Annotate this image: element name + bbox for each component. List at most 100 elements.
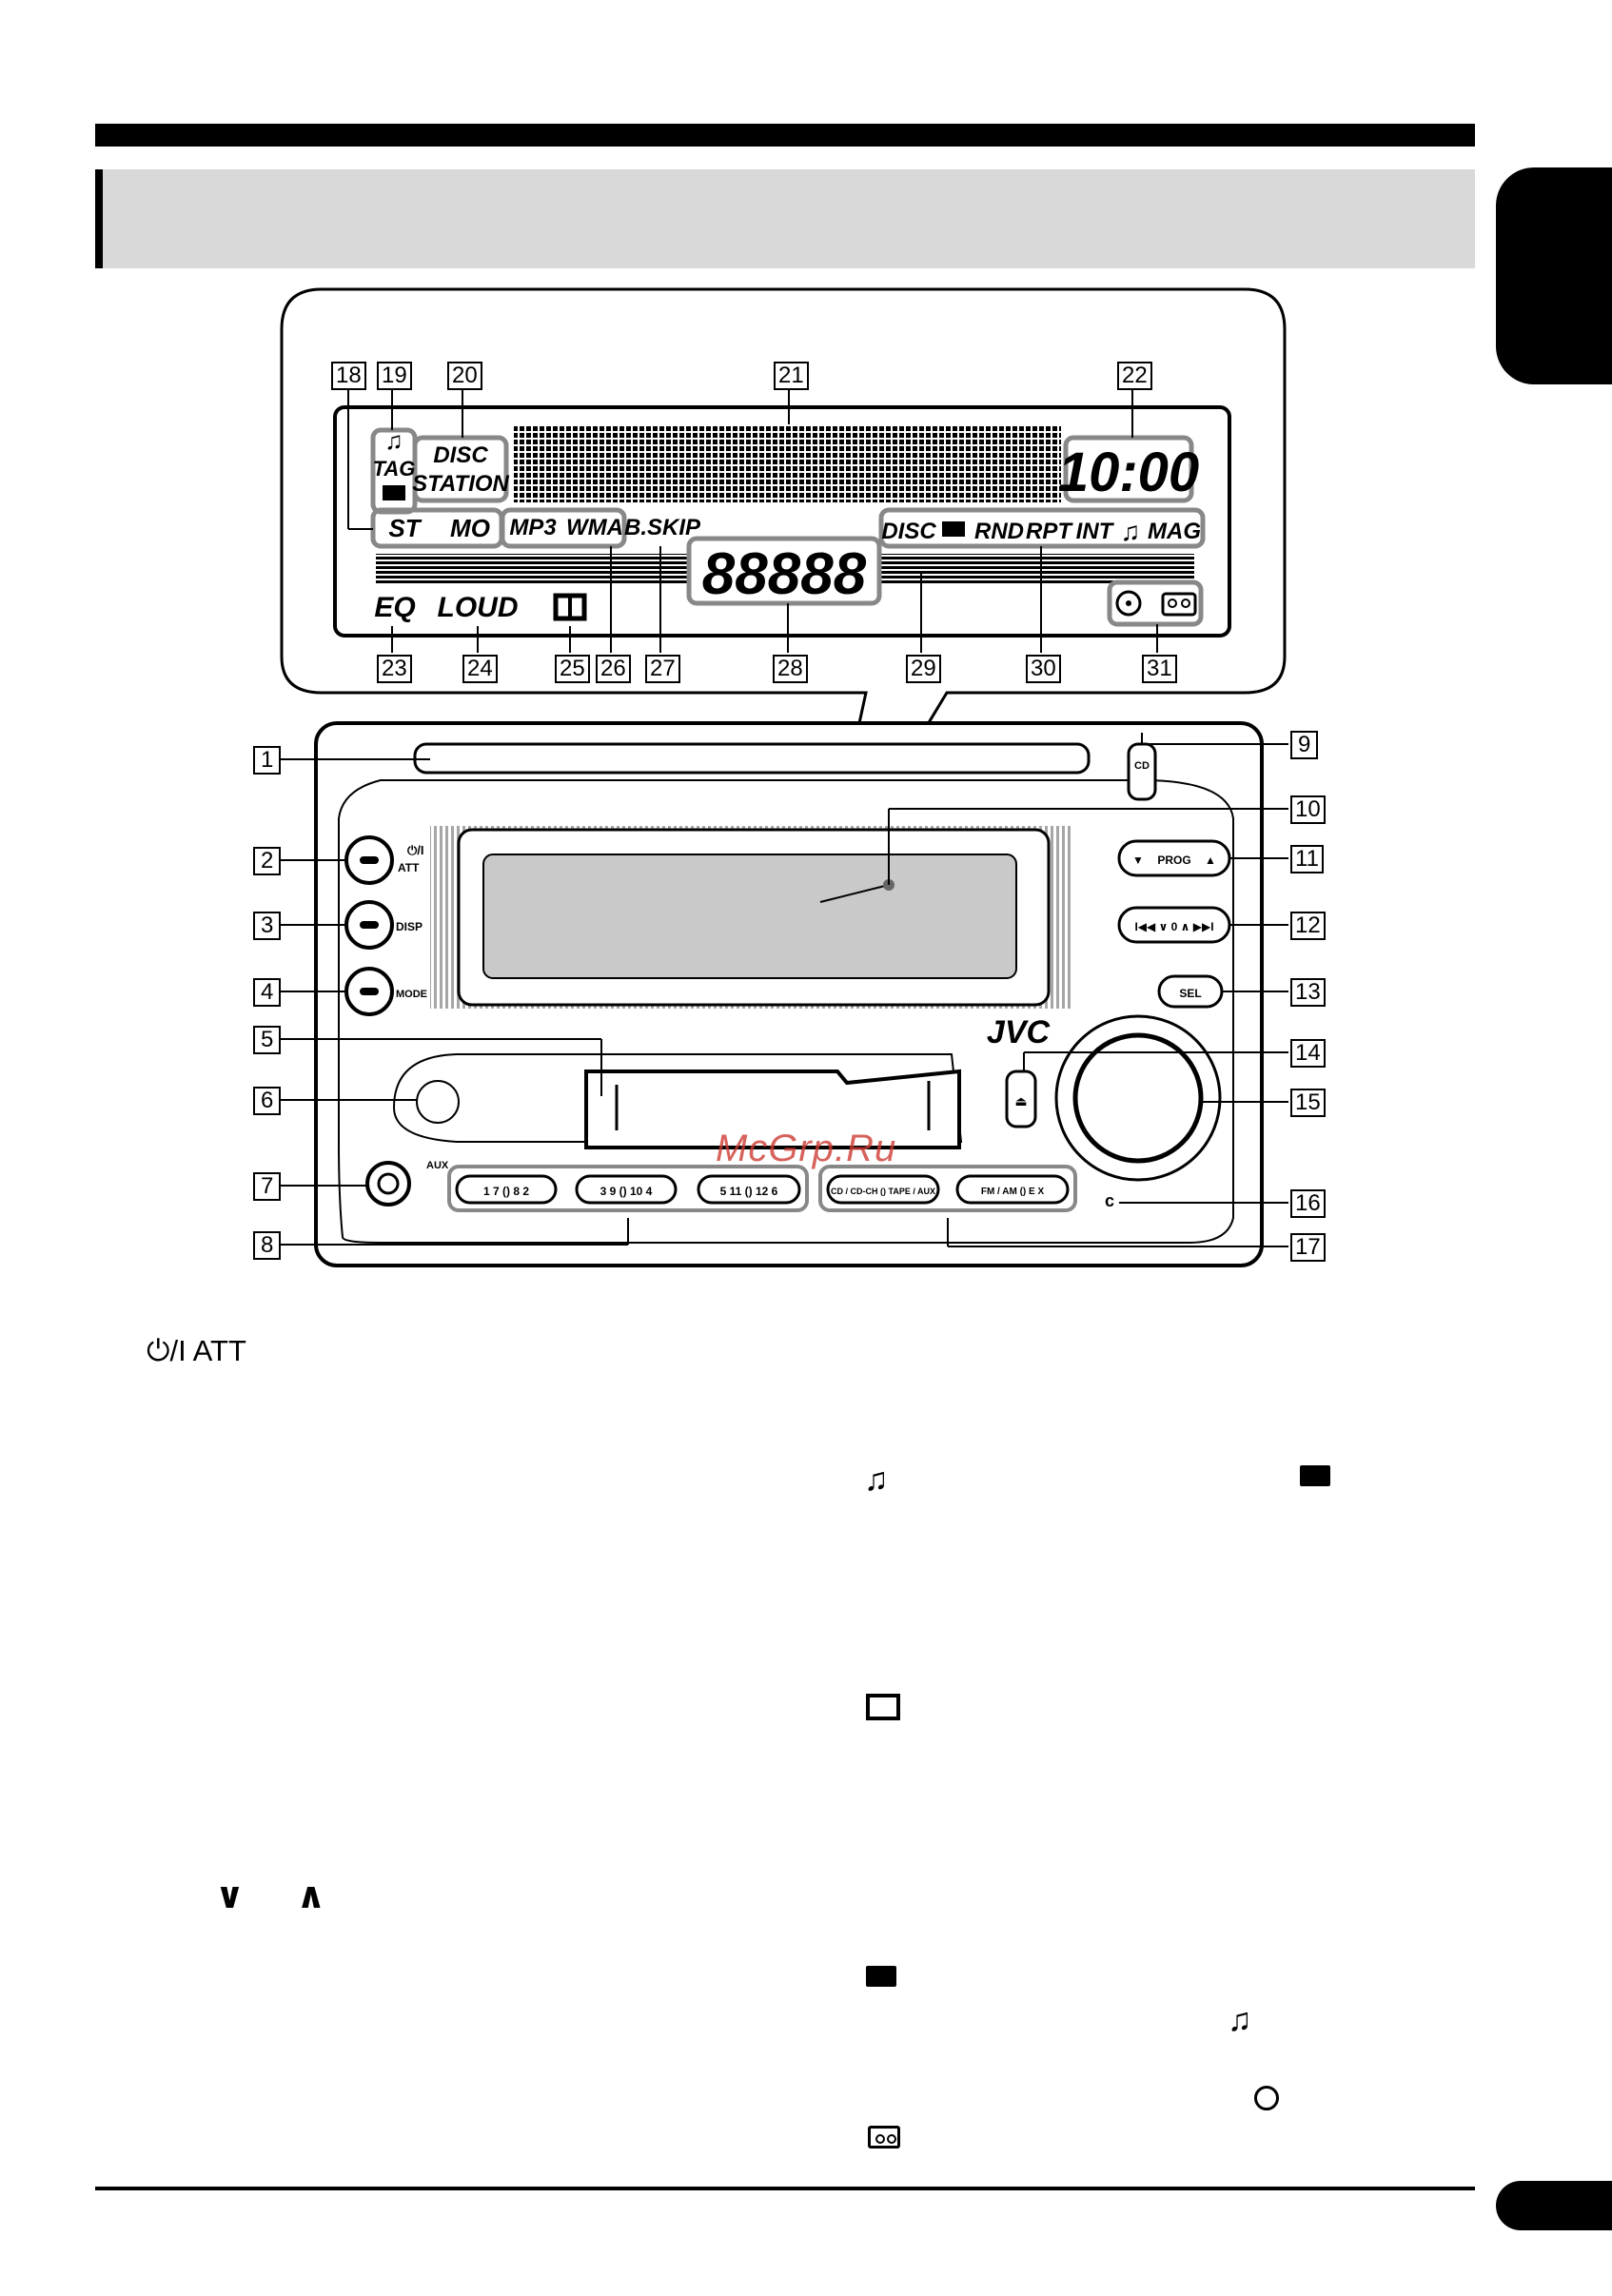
- callout-number: 16: [1290, 1189, 1326, 1218]
- callout-1: 1: [253, 746, 282, 775]
- callout-7: 7: [253, 1172, 282, 1201]
- display-screen: [482, 854, 1017, 979]
- level-bar-left: [376, 554, 690, 584]
- callout-17: 17: [1290, 1233, 1326, 1262]
- callout-14: 14: [1290, 1039, 1326, 1068]
- prog-down-icon: ▼: [1132, 854, 1144, 867]
- clock-outline: [1063, 435, 1194, 503]
- folder-icon: [383, 485, 405, 500]
- callout-number: 20: [447, 362, 482, 390]
- callout-number: 29: [906, 655, 941, 683]
- volume-knob[interactable]: [1072, 1032, 1204, 1164]
- preset-1-2-button[interactable]: [455, 1174, 558, 1205]
- lcd-wma: WMA: [566, 515, 623, 540]
- prog-up-icon: ▲: [1205, 854, 1216, 867]
- arrows-caption: ∨ ∧: [215, 1876, 347, 1916]
- callout-number: 17: [1290, 1233, 1326, 1262]
- callout-number: 1: [253, 746, 282, 775]
- callout-number: 3: [253, 912, 282, 940]
- sel-label: SEL: [1179, 987, 1201, 1000]
- reset-button[interactable]: c: [1105, 1191, 1114, 1210]
- track-skip-label: I◀◀ ∨ 0 ∧ ▶▶I: [1134, 920, 1213, 933]
- page-number-tab: [1496, 2181, 1612, 2230]
- callout-24: 24: [462, 655, 498, 683]
- dot-matrix-area: [514, 424, 1061, 502]
- source-cd-tape-label: CD / CD-CH () TAPE / AUX: [831, 1187, 935, 1196]
- callout-15: 15: [1290, 1089, 1326, 1117]
- display-leader: [819, 884, 890, 903]
- preset-3-4-button[interactable]: [575, 1174, 678, 1205]
- callout-number: 13: [1290, 978, 1326, 1007]
- disp-label: DISP: [396, 920, 423, 933]
- callout-number: 21: [774, 362, 809, 390]
- callout-number: 9: [1290, 731, 1319, 759]
- power-att-button[interactable]: [344, 835, 394, 885]
- language-tab: [1496, 167, 1612, 384]
- callout-number: 10: [1290, 795, 1326, 824]
- preset-group-outline: [447, 1165, 809, 1212]
- source-fm-am-label: FM / AM () E X: [981, 1187, 1045, 1197]
- callout-27: 27: [645, 655, 680, 683]
- tape-eject-button[interactable]: [1005, 1070, 1037, 1128]
- callout-10: 10: [1290, 795, 1326, 824]
- callout-16: 16: [1290, 1189, 1326, 1218]
- callout-28: 28: [773, 655, 808, 683]
- cassette-slot[interactable]: [584, 1069, 961, 1149]
- cassette-icon: [868, 2126, 900, 2149]
- aux-jack-hole: [377, 1172, 400, 1195]
- callout-number: 11: [1290, 845, 1324, 873]
- callout-number: 8: [253, 1231, 282, 1260]
- callout-30: 30: [1026, 655, 1061, 683]
- cd-eject-button[interactable]: [1127, 742, 1157, 801]
- disc-station-outline: [412, 435, 509, 503]
- callout-number: 18: [331, 362, 366, 390]
- bottom-rule: [95, 2187, 1475, 2190]
- callout-number: 30: [1026, 655, 1061, 683]
- faceplate-outline: [338, 779, 1234, 1244]
- power-label: ⏻/I: [407, 843, 424, 857]
- preset-5-6-label: 5 11 () 12 6: [720, 1185, 778, 1198]
- source-cd-tape-button[interactable]: [826, 1174, 940, 1205]
- eject-icon: ⏏: [1014, 1093, 1027, 1109]
- callout-number: 12: [1290, 912, 1326, 940]
- note-icon: ♫: [864, 1462, 889, 1498]
- callout-number: 24: [462, 655, 498, 683]
- callout-number: 14: [1290, 1039, 1326, 1068]
- level-bar-right: [880, 554, 1194, 584]
- callout-12: 12: [1290, 912, 1326, 940]
- callout-22: 22: [1117, 362, 1152, 390]
- source-icons-outline: [1107, 579, 1204, 627]
- callout-26: 26: [596, 655, 631, 683]
- lcd-mo: MO: [450, 514, 490, 542]
- note-icon: ♫: [1228, 2002, 1252, 2038]
- callout-19: 19: [377, 362, 412, 390]
- att-label: ATT: [398, 861, 420, 874]
- source-group-outline: [818, 1165, 1077, 1212]
- mp3-wma-outline: [500, 507, 627, 549]
- lcd-main-digits: 88888: [702, 541, 867, 607]
- cd-slot[interactable]: [413, 742, 1091, 775]
- dolby-icon: [866, 1694, 900, 1720]
- lcd-mp3: MP3: [509, 515, 557, 540]
- main-digits-outline: [686, 536, 882, 606]
- folder-icon: [942, 521, 965, 537]
- lcd-loud: LOUD: [438, 592, 519, 623]
- callout-number: 23: [377, 655, 412, 683]
- callout-number: 2: [253, 847, 282, 875]
- lcd-rnd: RND: [974, 519, 1024, 544]
- left-leader-lines: [280, 758, 629, 1246]
- callout-21: 21: [774, 362, 809, 390]
- callout-number: 25: [555, 655, 590, 683]
- source-fm-am-button[interactable]: [955, 1174, 1070, 1205]
- callout-18: 18: [331, 362, 366, 390]
- door-knob: [416, 1080, 460, 1124]
- preset-5-6-button[interactable]: [697, 1174, 801, 1205]
- mode-button[interactable]: [344, 967, 394, 1016]
- callout-6: 6: [253, 1087, 282, 1115]
- callout-number: 22: [1117, 362, 1152, 390]
- title-band: [95, 169, 1475, 268]
- disp-button[interactable]: [344, 900, 394, 950]
- callout-number: 7: [253, 1172, 282, 1201]
- lcd-disc: DISC: [433, 442, 488, 468]
